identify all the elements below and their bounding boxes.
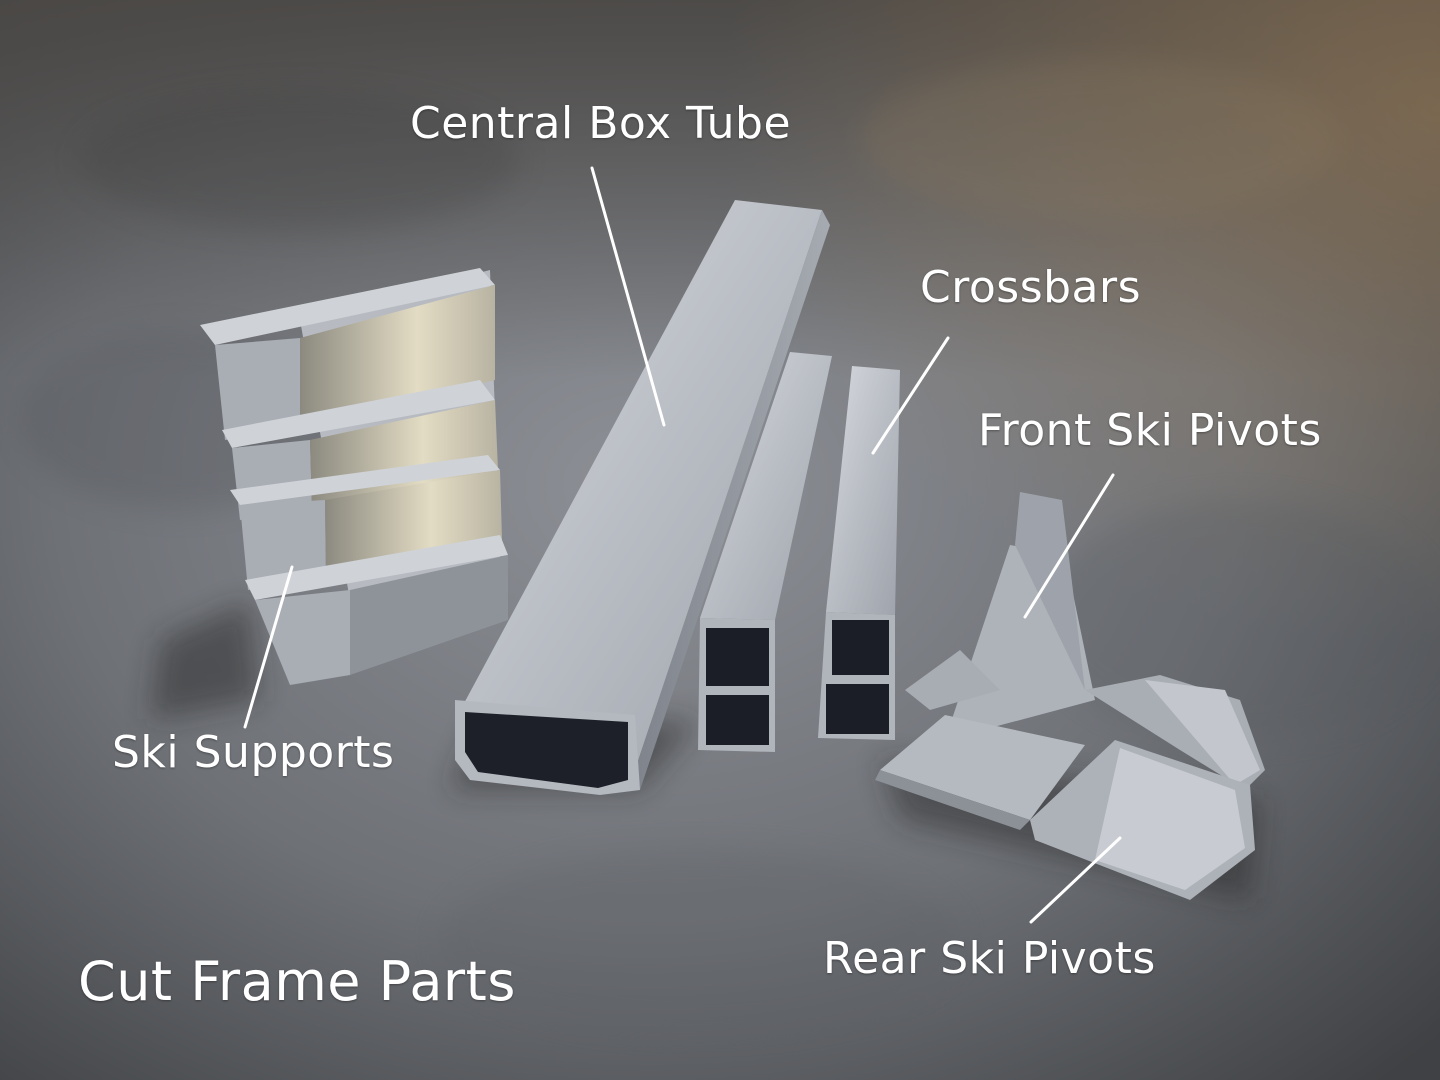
caption-title: Cut Frame Parts xyxy=(78,950,516,1013)
crossbars-part xyxy=(698,352,900,752)
ski-supports-leader-line xyxy=(243,565,294,729)
ski-supports-part xyxy=(200,268,508,685)
ski-supports-label: Ski Supports xyxy=(112,727,395,778)
crossbars-leader-line xyxy=(871,336,950,455)
crossbars-label: Crossbars xyxy=(920,262,1142,313)
rear-ski-pivots-part xyxy=(875,715,1255,900)
front-ski-pivots-part xyxy=(905,492,1265,790)
leader-lines xyxy=(243,166,1122,924)
central-box-tube-part xyxy=(455,200,830,795)
rear-ski-pivots-label: Rear Ski Pivots xyxy=(823,933,1156,984)
central-box-tube-leader-line xyxy=(590,166,666,427)
central-box-tube-label: Central Box Tube xyxy=(410,98,792,149)
rear-ski-pivots-leader-line xyxy=(1029,836,1122,924)
front-ski-pivots-leader-line xyxy=(1023,473,1115,619)
front-ski-pivots-label: Front Ski Pivots xyxy=(978,405,1322,456)
